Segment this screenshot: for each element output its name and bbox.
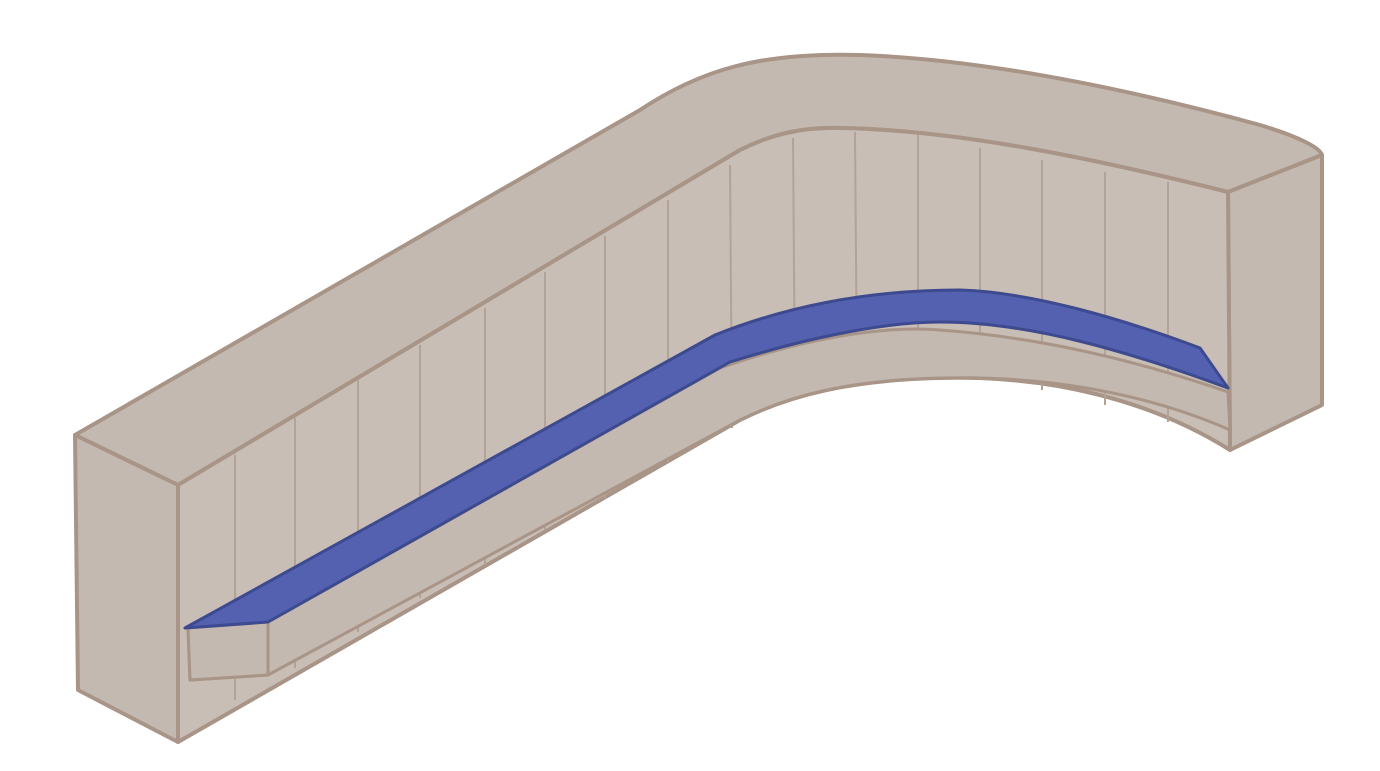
ledge-end-block	[186, 620, 270, 682]
wall-right-end-face	[1226, 153, 1324, 452]
lower-ledge	[186, 327, 1232, 682]
blue-band	[183, 288, 1230, 630]
wall-left-end-face	[73, 433, 180, 744]
